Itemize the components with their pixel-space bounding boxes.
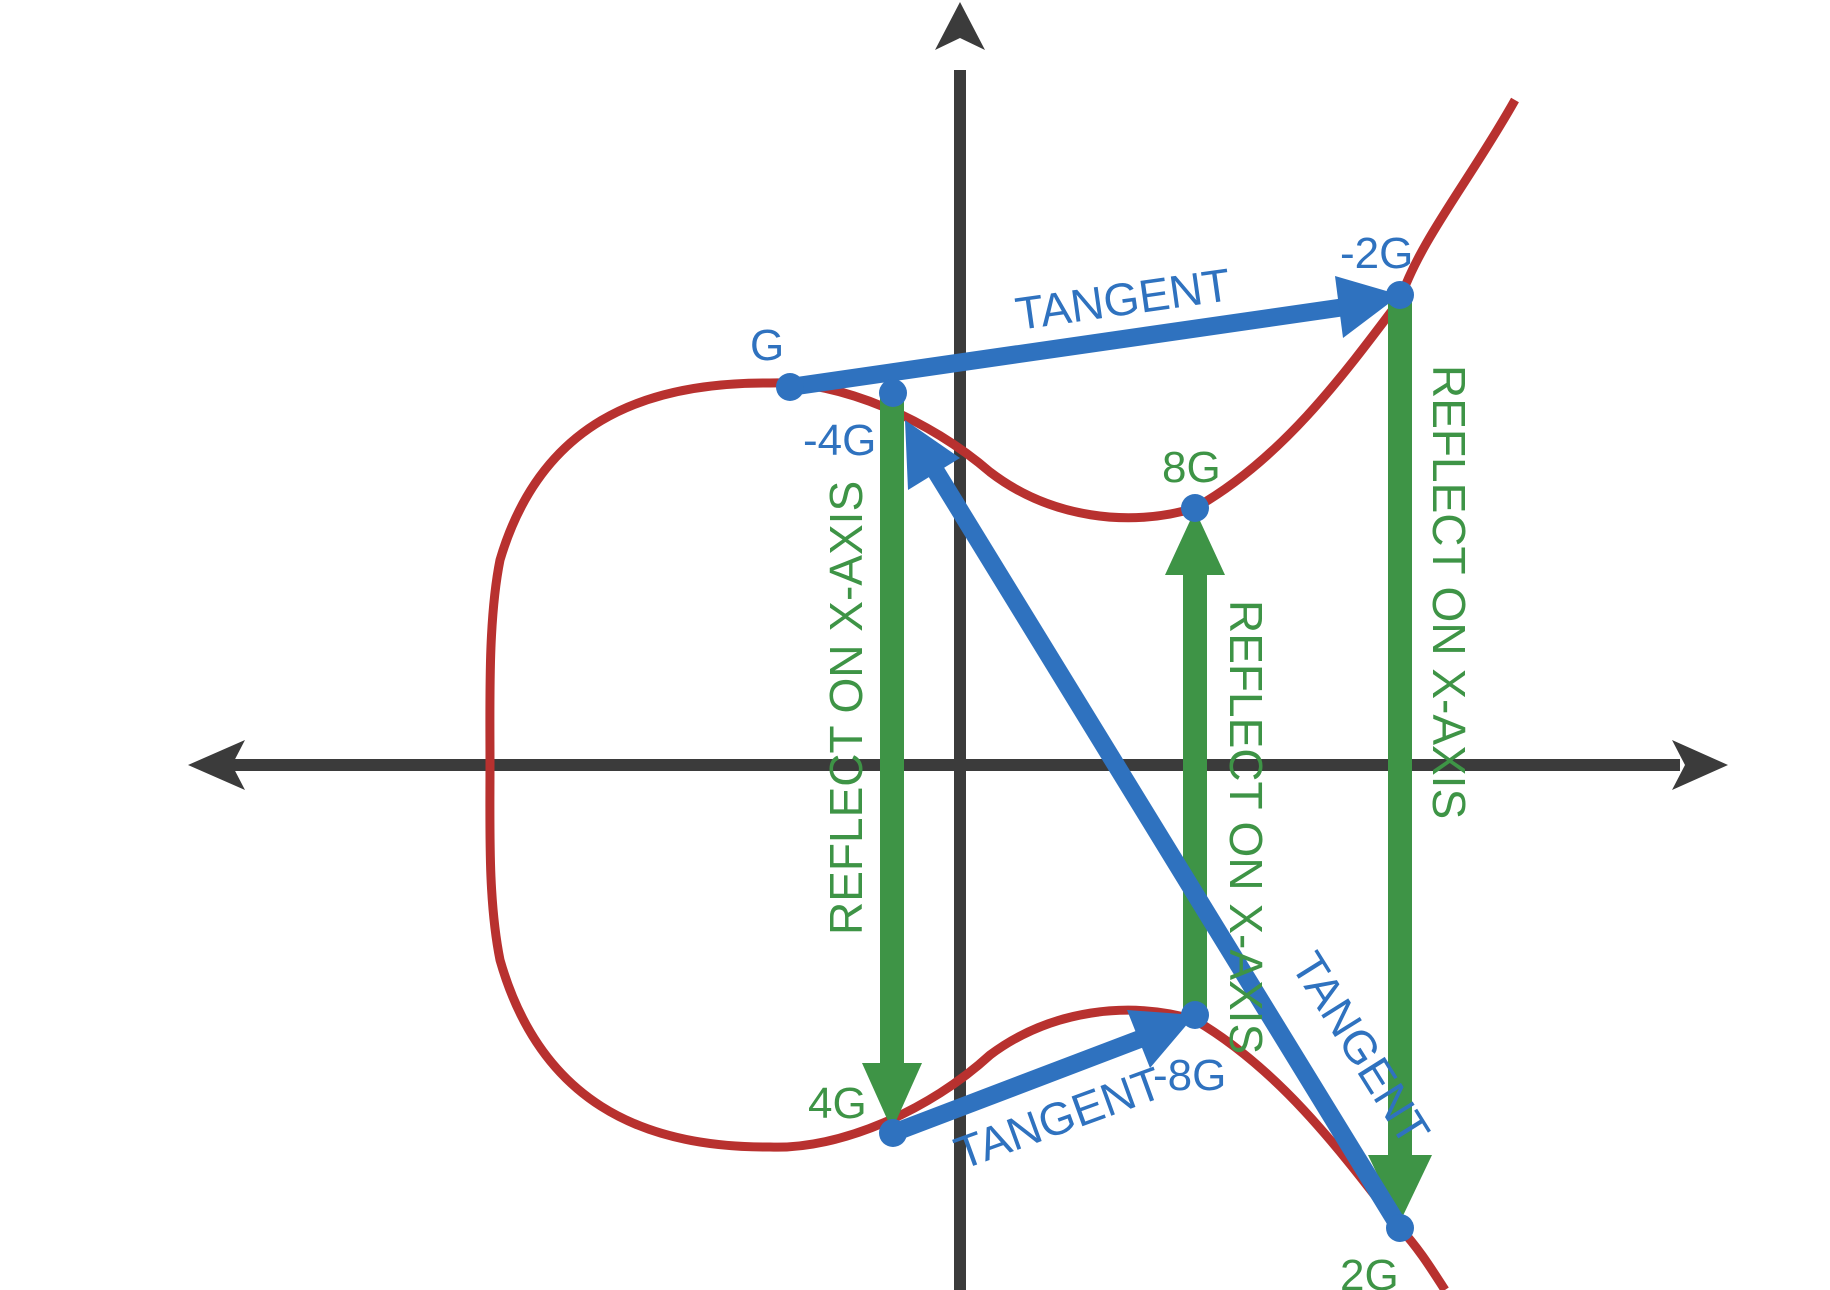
points	[776, 281, 1414, 1242]
label-minus-8g: -8G	[1153, 1051, 1226, 1100]
reflect-middle-arrow	[1165, 510, 1225, 1015]
tangent-top-arrow	[788, 276, 1400, 396]
point-labels: G -2G -4G 8G 4G -8G 2G	[750, 229, 1413, 1290]
label-minus-4g: -4G	[803, 416, 876, 465]
point-minus-4g	[879, 379, 907, 407]
label-4g: 4G	[808, 1079, 867, 1128]
axes	[188, 2, 1728, 1290]
label-tangent-diagonal: TANGENT	[1282, 943, 1441, 1154]
label-g: G	[750, 321, 784, 370]
y-axis-arrowhead	[935, 2, 985, 50]
point-minus-8g	[1181, 1001, 1209, 1029]
label-reflect-right: REFLECT ON X-AXIS	[1423, 365, 1475, 819]
point-4g	[879, 1119, 907, 1147]
label-8g: 8G	[1162, 443, 1221, 492]
reflect-left-arrow	[862, 390, 922, 1130]
reflect-right-arrow	[1368, 295, 1432, 1222]
point-8g	[1181, 494, 1209, 522]
point-g	[776, 373, 804, 401]
label-reflect-middle: REFLECT ON X-AXIS	[1220, 600, 1272, 1054]
x-axis-left-arrowhead	[188, 740, 245, 790]
label-minus-2g: -2G	[1340, 229, 1413, 278]
tangent-arrows	[788, 276, 1408, 1233]
tangent-bottom-arrow	[889, 1010, 1195, 1142]
point-2g	[1386, 1214, 1414, 1242]
tangent-diagonal-arrow	[905, 420, 1408, 1233]
label-reflect-left: REFLECT ON X-AXIS	[820, 481, 872, 935]
label-2g: 2G	[1340, 1251, 1399, 1290]
x-axis-right-arrowhead	[1672, 740, 1728, 790]
reflect-arrows	[862, 295, 1432, 1222]
point-minus-2g	[1386, 281, 1414, 309]
